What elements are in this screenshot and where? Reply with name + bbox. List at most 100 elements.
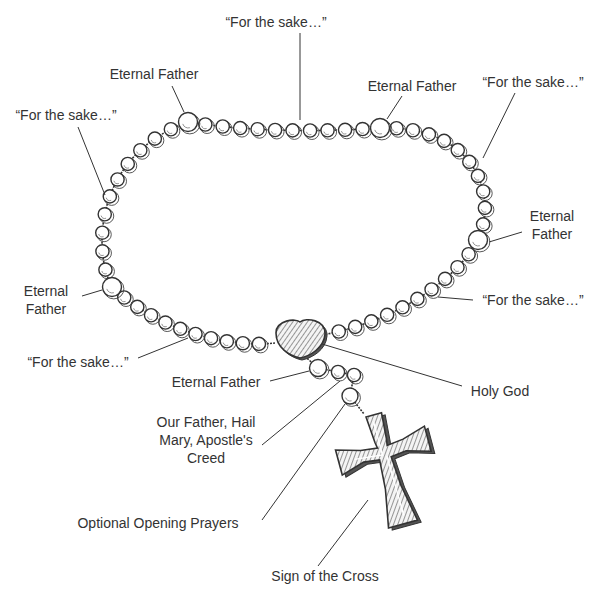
bead-shade	[425, 136, 430, 139]
bead-shade	[102, 271, 107, 274]
bead-shade	[352, 328, 357, 331]
bead-shade	[101, 216, 106, 219]
bead-shade	[473, 242, 480, 246]
bead-shade	[454, 269, 459, 272]
small-bead	[99, 263, 112, 276]
small-bead	[381, 308, 394, 321]
bead-shade	[465, 256, 470, 259]
cord-segment	[102, 122, 188, 287]
small-bead	[236, 337, 249, 350]
small-bead	[96, 245, 109, 258]
bead-shade	[121, 299, 126, 302]
cord-segment	[380, 128, 485, 240]
cross-body	[329, 403, 447, 536]
leader-line	[489, 232, 522, 242]
small-bead	[268, 123, 281, 136]
bead-shade	[481, 209, 486, 212]
small-bead	[103, 190, 116, 203]
large-bead	[342, 388, 358, 404]
callout-label: Eternal Father	[517, 207, 587, 243]
large-bead	[469, 231, 488, 250]
bead-shade	[383, 316, 388, 319]
small-bead	[438, 272, 451, 285]
small-bead	[338, 123, 351, 136]
small-bead	[204, 332, 217, 345]
bead-shade	[375, 130, 382, 134]
callout-label: “For the sake…”	[15, 106, 116, 124]
bead-shade	[202, 126, 207, 129]
small-bead	[349, 320, 362, 333]
bead-shade	[167, 131, 172, 134]
callout-label: Holy God	[471, 382, 529, 400]
bead-shade	[223, 343, 228, 346]
bead-shade	[335, 333, 340, 336]
bead-shade	[466, 163, 471, 166]
cord-segment	[322, 240, 478, 335]
bead-shade	[441, 280, 446, 283]
bead-shade	[254, 131, 259, 134]
cord-segment	[112, 287, 275, 344]
large-bead	[179, 113, 198, 132]
small-bead	[396, 301, 409, 314]
small-bead	[199, 118, 212, 131]
leader-line	[438, 297, 473, 300]
small-bead	[164, 123, 177, 136]
bead-shade	[324, 132, 329, 135]
callout-label: Eternal Father	[172, 373, 261, 391]
medallion	[276, 320, 327, 360]
callout-label: “For the sake…”	[225, 13, 326, 31]
leader-line	[262, 381, 340, 445]
small-bead	[148, 132, 161, 145]
callout-label: Sign of the Cross	[271, 567, 378, 585]
small-bead	[286, 124, 299, 137]
bead-shade	[313, 370, 319, 374]
bead-shade	[414, 300, 419, 303]
small-bead	[234, 121, 247, 134]
bead-shade	[99, 234, 104, 237]
small-bead	[477, 218, 490, 231]
small-bead	[98, 208, 111, 221]
small-bead	[159, 316, 172, 329]
small-bead	[478, 201, 491, 214]
small-bead	[331, 365, 344, 378]
bead-shade	[192, 335, 197, 338]
pendant-cord	[300, 352, 364, 414]
bead-shade	[124, 165, 129, 168]
bead-shade	[409, 132, 414, 135]
bead-shade	[399, 309, 404, 312]
bead-shade	[134, 308, 139, 311]
bead-shade	[474, 177, 479, 180]
small-bead	[332, 325, 345, 338]
small-bead	[220, 335, 233, 348]
small-bead	[422, 128, 435, 141]
bead-shade	[359, 130, 364, 133]
bead-shade	[147, 317, 152, 320]
small-bead	[365, 315, 378, 328]
bead-shade	[162, 324, 167, 327]
bead-shade	[346, 398, 352, 401]
small-bead	[96, 226, 109, 239]
callout-label: “For the sake…”	[482, 291, 583, 309]
bead-shade	[114, 181, 119, 184]
small-bead	[189, 327, 202, 340]
leader-line	[138, 338, 188, 358]
cross-highlight	[347, 421, 404, 524]
large-bead	[103, 278, 122, 297]
large-bead	[371, 119, 390, 138]
callout-label: Eternal Father	[368, 77, 457, 95]
small-bead	[425, 283, 438, 296]
bead-shade	[289, 132, 294, 135]
small-bead	[477, 185, 490, 198]
callout-label: Eternal Father	[110, 65, 199, 83]
bead-shade	[454, 151, 459, 154]
bead-shade	[177, 330, 182, 333]
callout-label: Eternal Father	[13, 282, 79, 318]
bead-shade	[368, 323, 373, 326]
beads	[96, 113, 494, 407]
leader-line	[172, 86, 184, 112]
small-bead	[111, 173, 124, 186]
bead-shade	[334, 373, 339, 376]
leader-line	[82, 290, 102, 296]
cord	[102, 122, 485, 414]
small-bead	[356, 122, 369, 135]
